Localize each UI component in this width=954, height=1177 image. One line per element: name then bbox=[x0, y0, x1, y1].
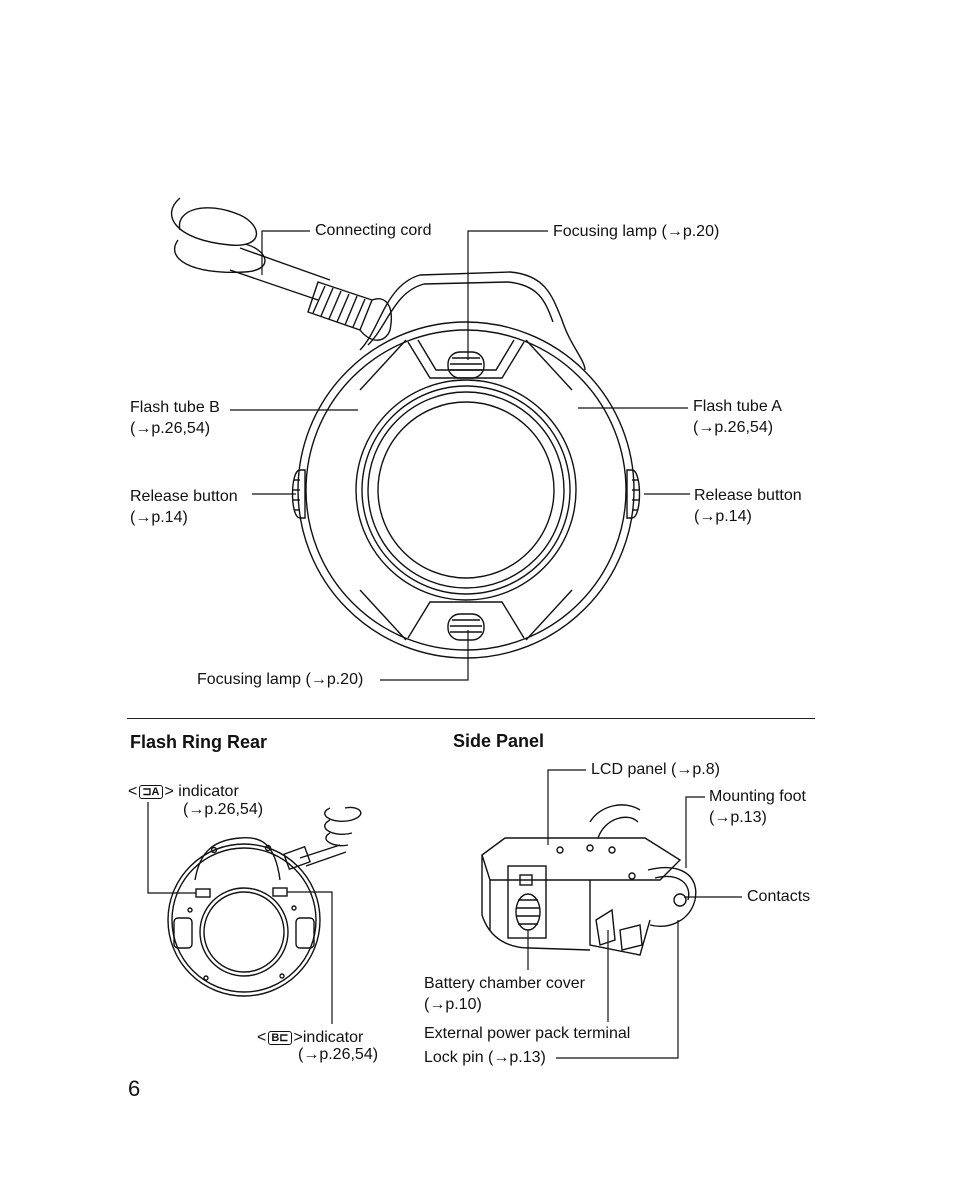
rear-heading: Flash Ring Rear bbox=[130, 732, 268, 752]
mounting-foot-label: Mounting foot bbox=[709, 788, 806, 805]
a-indicator-pre: < bbox=[128, 783, 138, 800]
side-heading: Side Panel bbox=[453, 731, 545, 751]
release-button-left-label: Release button bbox=[130, 488, 238, 505]
release-button-right-ref: (→p.14) bbox=[694, 508, 752, 525]
flash-tube-a-ref: (→p.26,54) bbox=[693, 419, 774, 436]
release-button-left-ref: (→p.14) bbox=[130, 509, 188, 526]
external-power-label: External power pack terminal bbox=[424, 1025, 631, 1042]
lcd-panel-label: LCD panel (→p.8) bbox=[591, 761, 720, 778]
focusing-lamp-bottom-label: Focusing lamp (→p.20) bbox=[197, 671, 364, 688]
flash-tube-a-label: Flash tube A bbox=[693, 398, 782, 415]
connecting-cord-label: Connecting cord bbox=[315, 222, 432, 239]
b-indicator-ref: (→p.26,54) bbox=[298, 1046, 379, 1063]
front-leader-lines bbox=[230, 230, 690, 681]
a-indicator-label: <⊐A> indicator bbox=[128, 782, 239, 802]
section-divider bbox=[127, 718, 815, 719]
b-indicator-pre: < bbox=[257, 1029, 267, 1046]
flash-tube-b-label: Flash tube B bbox=[130, 399, 220, 416]
battery-cover-ref: (→p.10) bbox=[424, 996, 482, 1013]
a-indicator-symbol-icon: ⊐A bbox=[139, 785, 163, 799]
focusing-lamp-top-label: Focusing lamp (→p.20) bbox=[553, 223, 720, 240]
b-indicator-symbol-icon: B⊏ bbox=[268, 1031, 292, 1045]
front-flash-ring bbox=[170, 197, 641, 659]
rear-leader-lines bbox=[147, 802, 333, 1024]
contacts-label: Contacts bbox=[747, 888, 811, 905]
a-indicator-post: > indicator bbox=[164, 783, 239, 800]
side-leader-lines bbox=[527, 769, 742, 1059]
flash-tube-b-ref: (→p.26,54) bbox=[130, 420, 211, 437]
a-indicator-ref: (→p.26,54) bbox=[183, 801, 264, 818]
lock-pin-label: Lock pin (→p.13) bbox=[424, 1049, 546, 1066]
page-number: 6 bbox=[128, 1076, 141, 1101]
b-indicator-label: <B⊏>indicator bbox=[257, 1028, 363, 1048]
release-button-right-label: Release button bbox=[694, 487, 802, 504]
mounting-foot-ref: (→p.13) bbox=[709, 809, 767, 826]
side-panel-unit bbox=[481, 804, 697, 956]
b-indicator-post: >indicator bbox=[293, 1029, 364, 1046]
battery-cover-label: Battery chamber cover bbox=[424, 975, 585, 992]
